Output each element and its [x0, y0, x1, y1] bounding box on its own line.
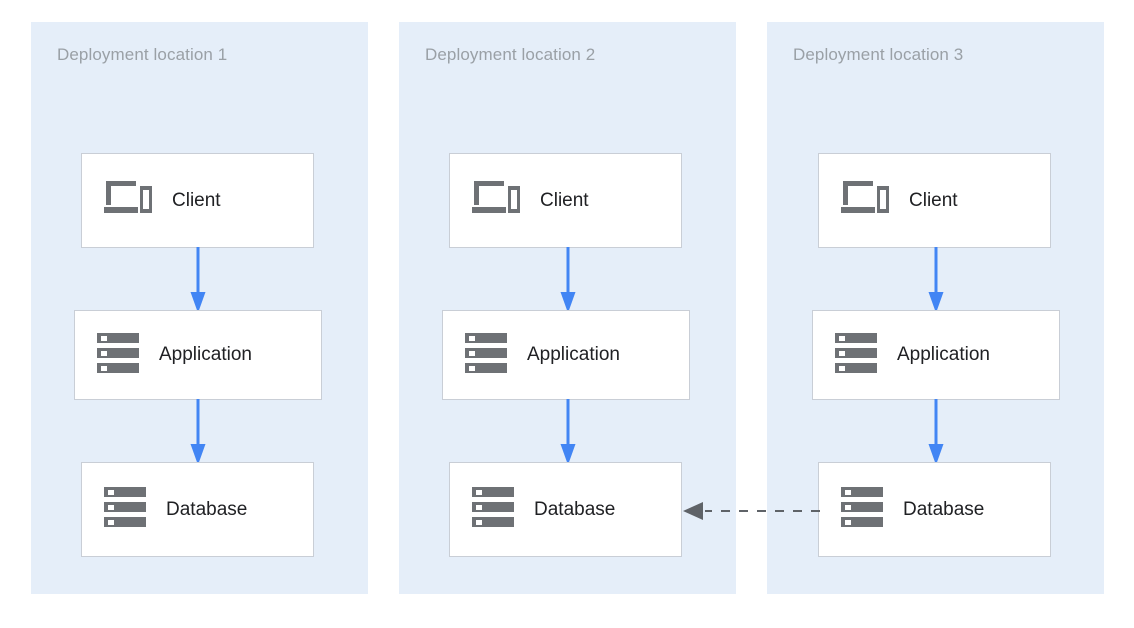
zone-2-node-database-label: Database — [534, 498, 616, 520]
zone-3-title: Deployment location 3 — [793, 45, 964, 64]
server-rack-icon — [841, 485, 883, 534]
zone-deployment-location-3[interactable]: Deployment location 3 Client — [767, 22, 1104, 594]
zone-1-arrow-client-to-application — [190, 247, 206, 313]
zone-3-arrow-client-to-application — [928, 247, 944, 313]
zone-2-arrow-application-to-database — [560, 399, 576, 465]
zone-1-title: Deployment location 1 — [57, 45, 228, 64]
zone-deployment-location-1[interactable]: Deployment location 1 Client — [31, 22, 368, 594]
server-rack-icon — [104, 485, 146, 534]
zone-2-node-application-label: Application — [527, 344, 620, 365]
zone-3-node-application-label: Application — [897, 344, 990, 365]
zone-2-node-application[interactable]: Application — [442, 310, 690, 400]
zone-3-node-database-label: Database — [903, 498, 985, 520]
zone-1-node-application[interactable]: Application — [74, 310, 322, 400]
zone-2-node-client-label: Client — [540, 189, 589, 211]
zone-3-node-application[interactable]: Application — [812, 310, 1060, 400]
zone-1-arrow-application-to-database — [190, 399, 206, 465]
server-rack-icon — [465, 331, 507, 380]
server-rack-icon — [97, 331, 139, 380]
zone-2-node-database[interactable]: Database — [449, 462, 682, 557]
zone-2-title: Deployment location 2 — [425, 45, 596, 64]
zone-2-node-client[interactable]: Client — [449, 153, 682, 248]
server-rack-icon — [835, 331, 877, 380]
devices-icon — [841, 178, 889, 223]
zone-3-node-client[interactable]: Client — [818, 153, 1051, 248]
zone-1-node-client-label: Client — [172, 189, 221, 211]
zone-1-node-database-label: Database — [166, 498, 248, 520]
server-rack-icon — [472, 485, 514, 534]
zone-3-node-database[interactable]: Database — [818, 462, 1051, 557]
zone-deployment-location-2[interactable]: Deployment location 2 Client — [399, 22, 736, 594]
zone-2-arrow-client-to-application — [560, 247, 576, 313]
zone-1-node-application-label: Application — [159, 344, 252, 365]
zone-3-arrow-application-to-database — [928, 399, 944, 465]
zone-1-node-client[interactable]: Client — [81, 153, 314, 248]
cross-zone-dashed-arrow-db3-to-db2 — [683, 502, 820, 520]
zone-3-node-client-label: Client — [909, 189, 958, 211]
zone-1-node-database[interactable]: Database — [81, 462, 314, 557]
devices-icon — [472, 178, 520, 223]
devices-icon — [104, 178, 152, 223]
